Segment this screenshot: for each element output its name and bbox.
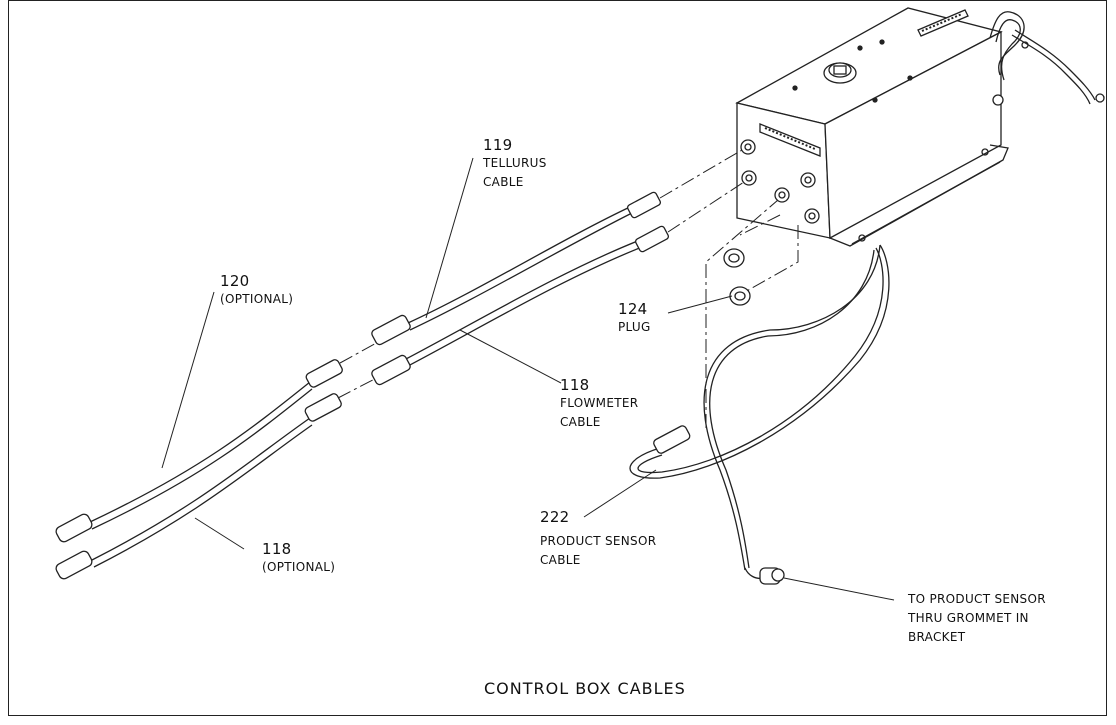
- callout-number: 118: [560, 376, 590, 394]
- callout-text-line: BRACKET: [908, 630, 966, 644]
- callout-text-line: CABLE: [483, 175, 524, 189]
- callout-text-line: (OPTIONAL): [262, 560, 336, 574]
- callout-118-flowmeter: 118 FLOWMETER CABLE: [560, 376, 638, 432]
- callout-text-line: (OPTIONAL): [220, 292, 294, 306]
- callout-number: 222: [540, 508, 570, 526]
- callout-text-line: TO PRODUCT SENSOR: [908, 592, 1046, 606]
- diagram-title: CONTROL BOX CABLES: [484, 679, 686, 698]
- callout-number: 119: [483, 136, 513, 154]
- optional-cable-118: [55, 393, 342, 580]
- callout-text-line: TELLURUS: [483, 156, 547, 170]
- tellurus-cable-119: [371, 191, 662, 346]
- callout-text-line: PLUG: [618, 320, 651, 334]
- leader-lines: [161, 157, 895, 601]
- callout-124: 124 PLUG: [618, 300, 651, 337]
- product-sensor-cable-222: [629, 244, 890, 585]
- callout-118-optional: 118 (OPTIONAL): [262, 540, 335, 577]
- control-box: [735, 7, 1105, 247]
- callout-text-line: PRODUCT SENSOR: [540, 534, 657, 548]
- callout-number: 124: [618, 300, 648, 318]
- callout-text-line: THRU GROMMET IN: [908, 611, 1029, 625]
- callout-product-sensor-note: TO PRODUCT SENSOR THRU GROMMET IN BRACKE…: [908, 590, 1046, 647]
- optional-cable-120: [55, 359, 343, 543]
- callout-number: 118: [262, 540, 292, 558]
- connector-centerlines: [337, 149, 799, 428]
- flowmeter-cable-118: [371, 225, 670, 386]
- callout-text-line: CABLE: [540, 553, 581, 567]
- callout-119: 119 TELLURUS CABLE: [483, 136, 547, 192]
- callout-text-line: CABLE: [560, 415, 601, 429]
- plugs-124: [723, 248, 751, 306]
- callout-number: 120: [220, 272, 250, 290]
- callout-text-line: FLOWMETER: [560, 396, 639, 410]
- callout-120: 120 (OPTIONAL): [220, 272, 293, 309]
- callout-222: 222 PRODUCT SENSOR CABLE: [540, 508, 656, 570]
